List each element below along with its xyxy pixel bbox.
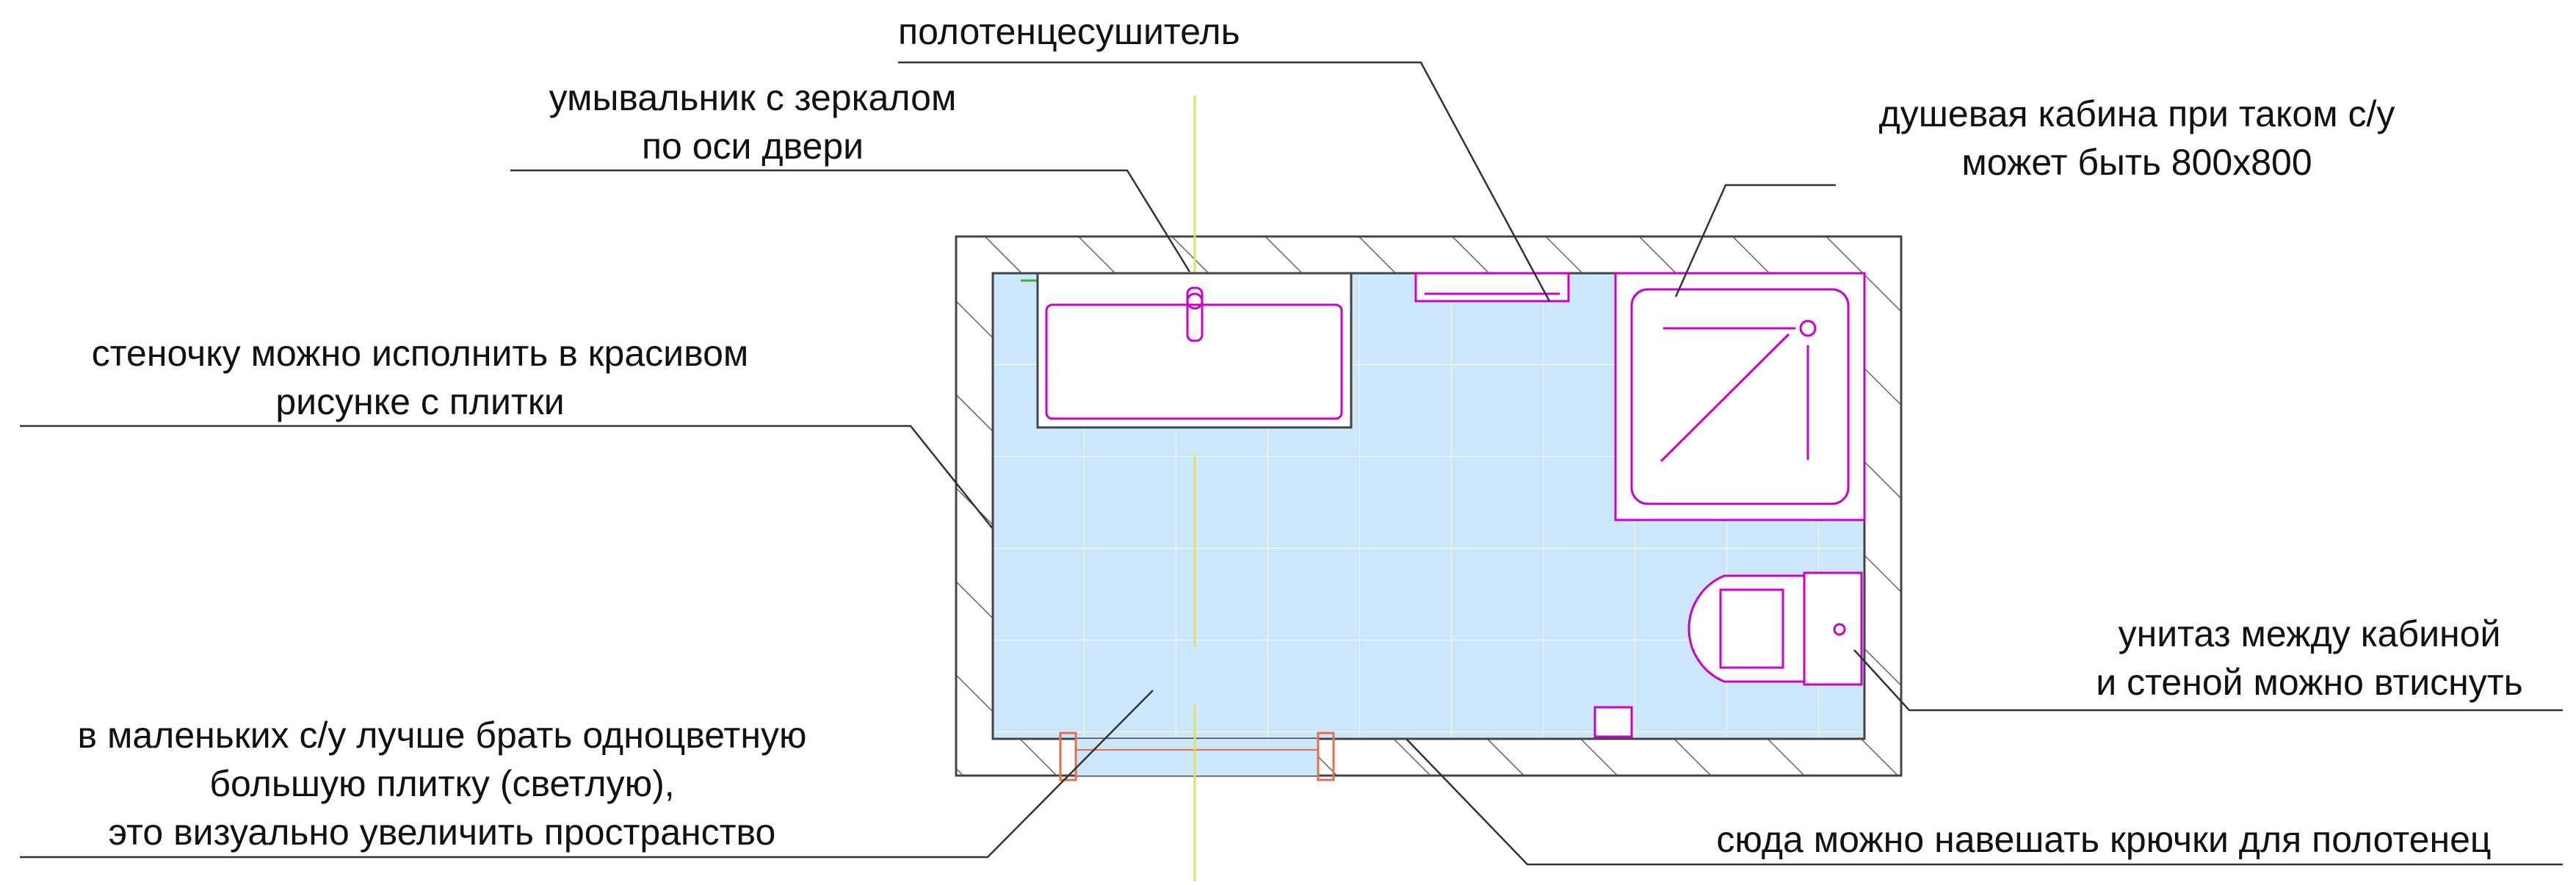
- leader-toilet: [1853, 649, 2563, 712]
- leader-sink: [510, 169, 1191, 272]
- label-tile: в маленьких с/у лучше брать одноцветную …: [20, 711, 864, 856]
- label-toilet: унитаз между кабиной и стеной можно втис…: [2056, 610, 2563, 707]
- label-sink-line2: по оси двери: [641, 126, 864, 167]
- label-shower: душевая кабина при таком с/у может быть …: [1836, 90, 2438, 187]
- leader-lines: [20, 61, 2563, 866]
- towel-rail: [1414, 272, 1570, 303]
- leader-hooks: [1405, 738, 2563, 866]
- label-tile-line3: это визуально увеличить пространство: [108, 812, 776, 853]
- leader-tile: [20, 690, 1154, 859]
- label-toilet-line2: и стеной можно втиснуть: [2096, 662, 2523, 703]
- label-sink-line1: умывальник с зеркалом: [549, 77, 957, 118]
- label-shower-line1: душевая кабина при таком с/у: [1878, 93, 2395, 134]
- label-tile-line2: большую плитку (светлую),: [209, 763, 675, 804]
- label-hooks: сюда можно навешать крючки для полотенец: [1716, 819, 2492, 860]
- label-towel-rail: полотенцесушитель: [898, 11, 1240, 52]
- leader-towel-rail: [898, 61, 1551, 302]
- sink-vanity: [1021, 272, 1353, 429]
- label-sink: умывальник с зеркалом по оси двери: [510, 73, 995, 170]
- label-tile-line1: в маленьких с/у лучше брать одноцветную: [77, 715, 807, 756]
- floor-drain: [1593, 706, 1633, 738]
- door-opening: [1059, 732, 1335, 781]
- label-wall-line1: стеночку можно исполнить в красивом: [91, 333, 749, 374]
- label-shower-line2: может быть 800х800: [1961, 142, 2312, 183]
- leader-shower: [1674, 184, 1836, 297]
- toilet: [1687, 571, 1863, 686]
- shower-cabin: [1614, 272, 1866, 521]
- label-wall-line2: рисунке с плитки: [275, 381, 565, 422]
- label-toilet-line1: унитаз между кабиной: [2118, 613, 2501, 654]
- label-wall: стеночку можно исполнить в красивом рису…: [20, 329, 820, 426]
- leader-wall: [20, 425, 994, 530]
